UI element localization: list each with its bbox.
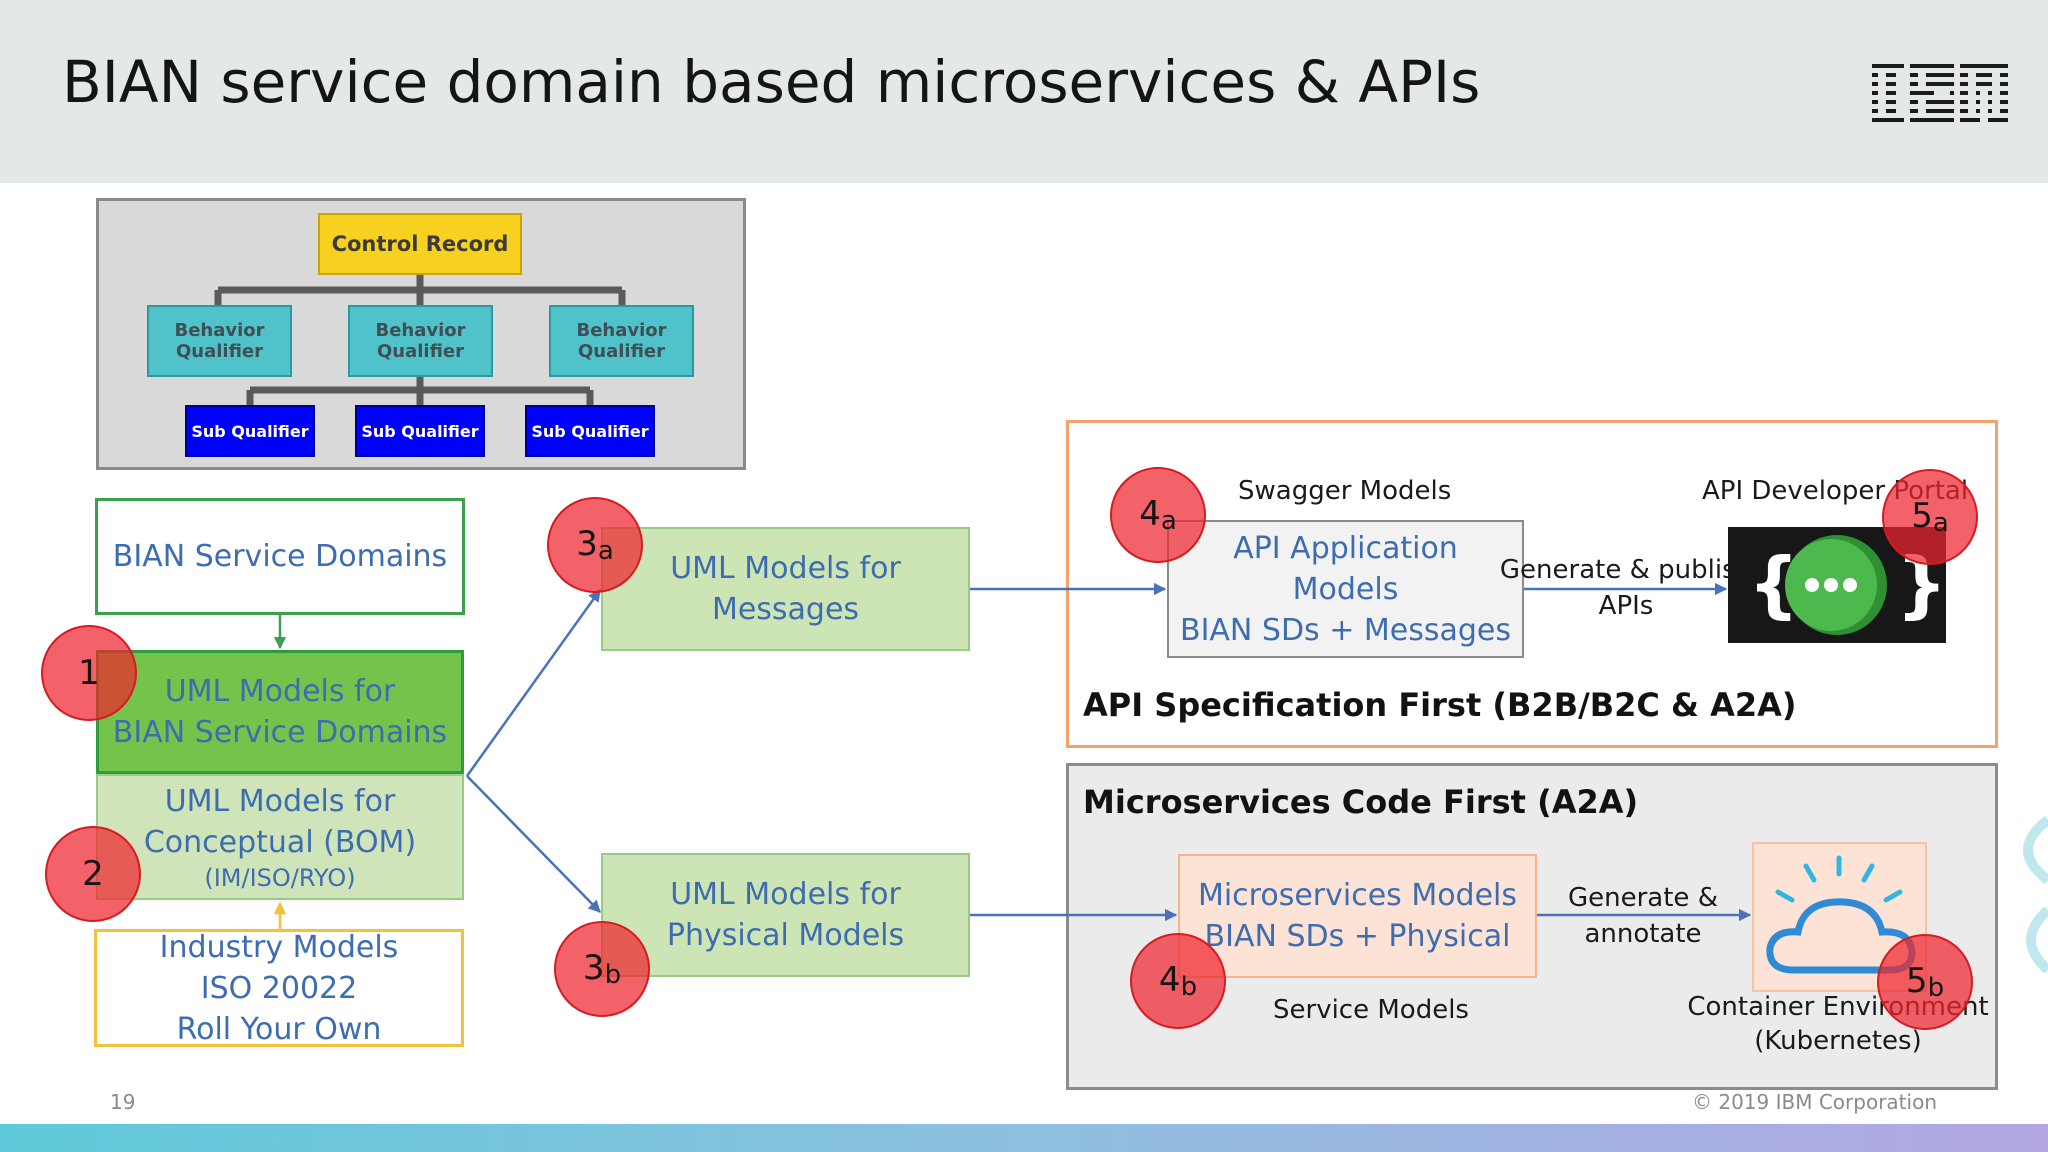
sub-qualifier-box: Sub Qualifier — [355, 405, 485, 457]
step-badge-2: 2 — [45, 826, 141, 922]
page-number: 19 — [110, 1090, 136, 1114]
step-badge-1: 1 — [41, 625, 137, 721]
slide-title: BIAN service domain based microservices … — [62, 48, 1481, 116]
ibm-logo — [1872, 64, 2008, 122]
swagger-models-label: Swagger Models — [1238, 476, 1452, 506]
service-models-label: Service Models — [1273, 995, 1469, 1025]
copyright-text: © 2019 IBM Corporation — [1692, 1090, 1937, 1114]
ms-code-heading: Microservices Code First (A2A) — [1083, 783, 1639, 821]
step-badge-4a: 4a — [1110, 467, 1206, 563]
container-environment-label: Container Environment(Kubernetes) — [1687, 992, 1989, 1056]
step-badge-4b: 4b — [1130, 933, 1226, 1029]
api-spec-heading: API Specification First (B2B/B2C & A2A) — [1083, 686, 1797, 724]
bian-service-domains-box: BIAN Service Domains — [95, 498, 465, 615]
step-badge-5a: 5a — [1882, 469, 1978, 565]
sub-qualifier-box: Sub Qualifier — [185, 405, 315, 457]
decorative-ibm-graphic — [2023, 816, 2048, 974]
step-badge-5b: 5b — [1877, 934, 1973, 1030]
step-badge-3a: 3a — [547, 497, 643, 593]
header-bar — [0, 0, 2048, 183]
generate-annotate-label: Generate &annotate — [1568, 883, 1718, 949]
sub-qualifier-box: Sub Qualifier — [525, 405, 655, 457]
footer-gradient-bar — [0, 1124, 2048, 1152]
control-record-box: Control Record — [318, 213, 522, 275]
step-badge-3b: 3b — [554, 921, 650, 1017]
